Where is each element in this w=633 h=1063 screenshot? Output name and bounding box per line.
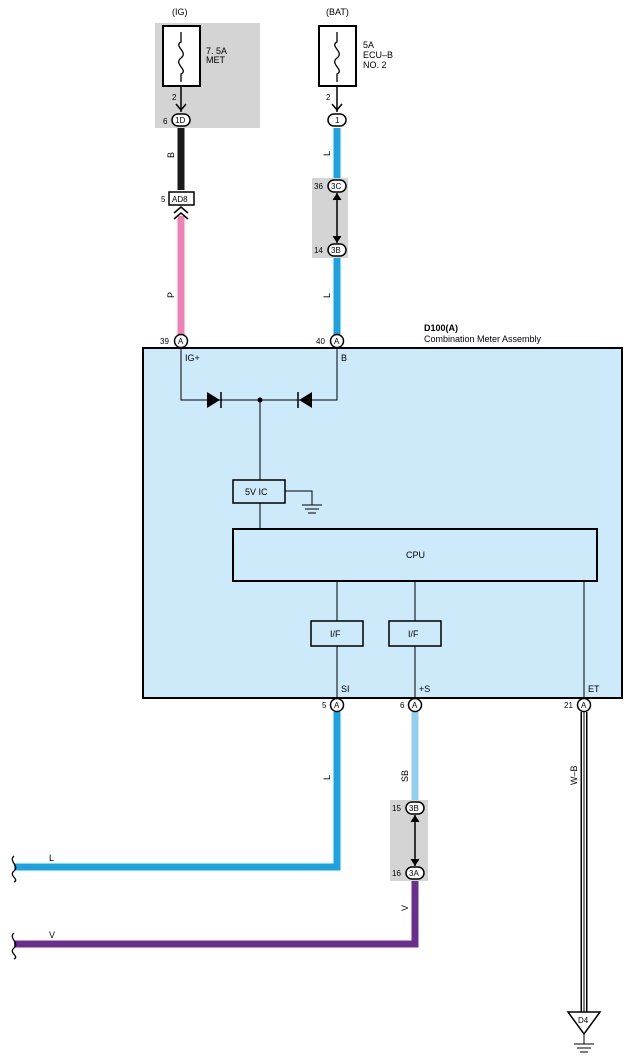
a6-pin: 6 xyxy=(400,701,405,710)
term-et: ET xyxy=(588,684,600,694)
a5-pin: 5 xyxy=(322,701,327,710)
ad8-chevron2-icon xyxy=(173,212,189,220)
ic-ground-line xyxy=(285,490,313,505)
wire-v-violet xyxy=(14,881,419,948)
wire-b-label: B xyxy=(166,152,176,158)
ig-fuse-name: MET xyxy=(206,55,226,65)
bat-arrow-icon xyxy=(331,103,343,112)
wire-v-break-icon xyxy=(11,932,17,960)
junction-3a-down-arrow-icon xyxy=(410,858,420,866)
a6-id: A xyxy=(412,701,418,710)
bat-fuse-rating: 5A xyxy=(363,40,374,50)
ig-fuse-pin: 2 xyxy=(172,93,177,102)
term-s: +S xyxy=(419,684,430,694)
c3c-id: 3C xyxy=(331,182,341,191)
ground-d4-label: D4 xyxy=(578,1016,589,1025)
a21-id: A xyxy=(581,701,587,710)
combination-meter-body xyxy=(142,347,623,699)
ad8-chevron-icon xyxy=(173,206,189,214)
junction-3c-up-arrow-icon xyxy=(332,193,342,201)
component-code: D100(A) xyxy=(424,323,458,333)
ig-fuse-icon xyxy=(178,32,184,82)
if2-label: I/F xyxy=(408,629,419,639)
c1d-pin: 6 xyxy=(163,117,168,126)
ad8-connector xyxy=(168,191,195,206)
ground-d4-icon xyxy=(566,1011,602,1036)
a21-pin: 21 xyxy=(564,701,573,710)
a39-pin: 39 xyxy=(160,337,169,346)
ig-arrow-icon xyxy=(175,103,187,112)
term-ig: IG+ xyxy=(185,353,200,363)
c1d-connector xyxy=(171,113,191,127)
bat-fuse-name2: NO. 2 xyxy=(363,60,387,70)
cpu-label: CPU xyxy=(406,550,425,560)
c1-connector xyxy=(327,113,347,127)
term-b: B xyxy=(341,353,347,363)
ad8-id: AD8 xyxy=(172,195,188,204)
wire-l2-label: L xyxy=(322,293,332,298)
wire-l3-label: L xyxy=(322,775,332,780)
c3c-connector xyxy=(327,179,347,193)
wire-v-label: V xyxy=(400,905,410,911)
a6-connector xyxy=(407,697,423,713)
a5-id: A xyxy=(334,701,340,710)
c3a-id: 3A xyxy=(409,869,419,878)
if1-box xyxy=(310,620,364,647)
bat-fuse-pin: 2 xyxy=(326,93,331,102)
c1-id: 1 xyxy=(335,116,340,125)
wire-l3-blue xyxy=(14,712,341,871)
component-name: Combination Meter Assembly xyxy=(424,334,542,344)
ig-source-label: (IG) xyxy=(172,7,188,17)
wire-v-out-label: V xyxy=(49,930,55,940)
bat-fuse-icon xyxy=(334,32,340,82)
c3b-top-pin: 14 xyxy=(314,246,323,255)
cpu-box xyxy=(232,528,598,582)
wire-l-out-label: L xyxy=(49,853,54,863)
c3b-top-id: 3B xyxy=(331,246,341,255)
diode-left-icon xyxy=(207,392,220,408)
junction-3b-down-arrow-icon xyxy=(332,235,342,243)
c3a-connector xyxy=(405,866,425,880)
a40-connector xyxy=(329,333,345,349)
wire-wb-label: W–B xyxy=(569,765,579,785)
c3c-pin: 36 xyxy=(314,182,323,191)
diode-right-icon xyxy=(299,392,312,408)
bat-fuse-name: ECU–B xyxy=(363,50,393,60)
term-si: SI xyxy=(341,684,350,694)
a39-id: A xyxy=(178,337,184,346)
ig-fuse-rating: 7. 5A xyxy=(206,46,227,56)
ic-label: 5V IC xyxy=(245,487,268,497)
c3b-top-connector xyxy=(327,243,347,257)
wire-l1-label: L xyxy=(322,151,332,156)
a21-connector xyxy=(576,697,592,713)
bat-source-label: (BAT) xyxy=(326,7,349,17)
wire-l-break-icon xyxy=(11,855,17,883)
c3b-bot-id: 3B xyxy=(409,804,419,813)
junction-3b-up-arrow-icon xyxy=(410,815,420,823)
if1-label: I/F xyxy=(330,629,341,639)
a39-connector xyxy=(173,333,189,349)
ad8-pin: 5 xyxy=(161,195,166,204)
wire-sb-label: SB xyxy=(400,770,410,782)
c3a-pin: 16 xyxy=(392,869,401,878)
wire-p-label: P xyxy=(166,292,176,298)
if2-box xyxy=(388,620,442,647)
c1d-id: 1D xyxy=(175,116,185,125)
a5-connector xyxy=(329,697,345,713)
c3b-bot-pin: 15 xyxy=(392,804,401,813)
a40-id: A xyxy=(334,337,340,346)
internal-b-line xyxy=(312,348,338,401)
a40-pin: 40 xyxy=(316,337,325,346)
c3b-bot-connector xyxy=(405,801,425,815)
